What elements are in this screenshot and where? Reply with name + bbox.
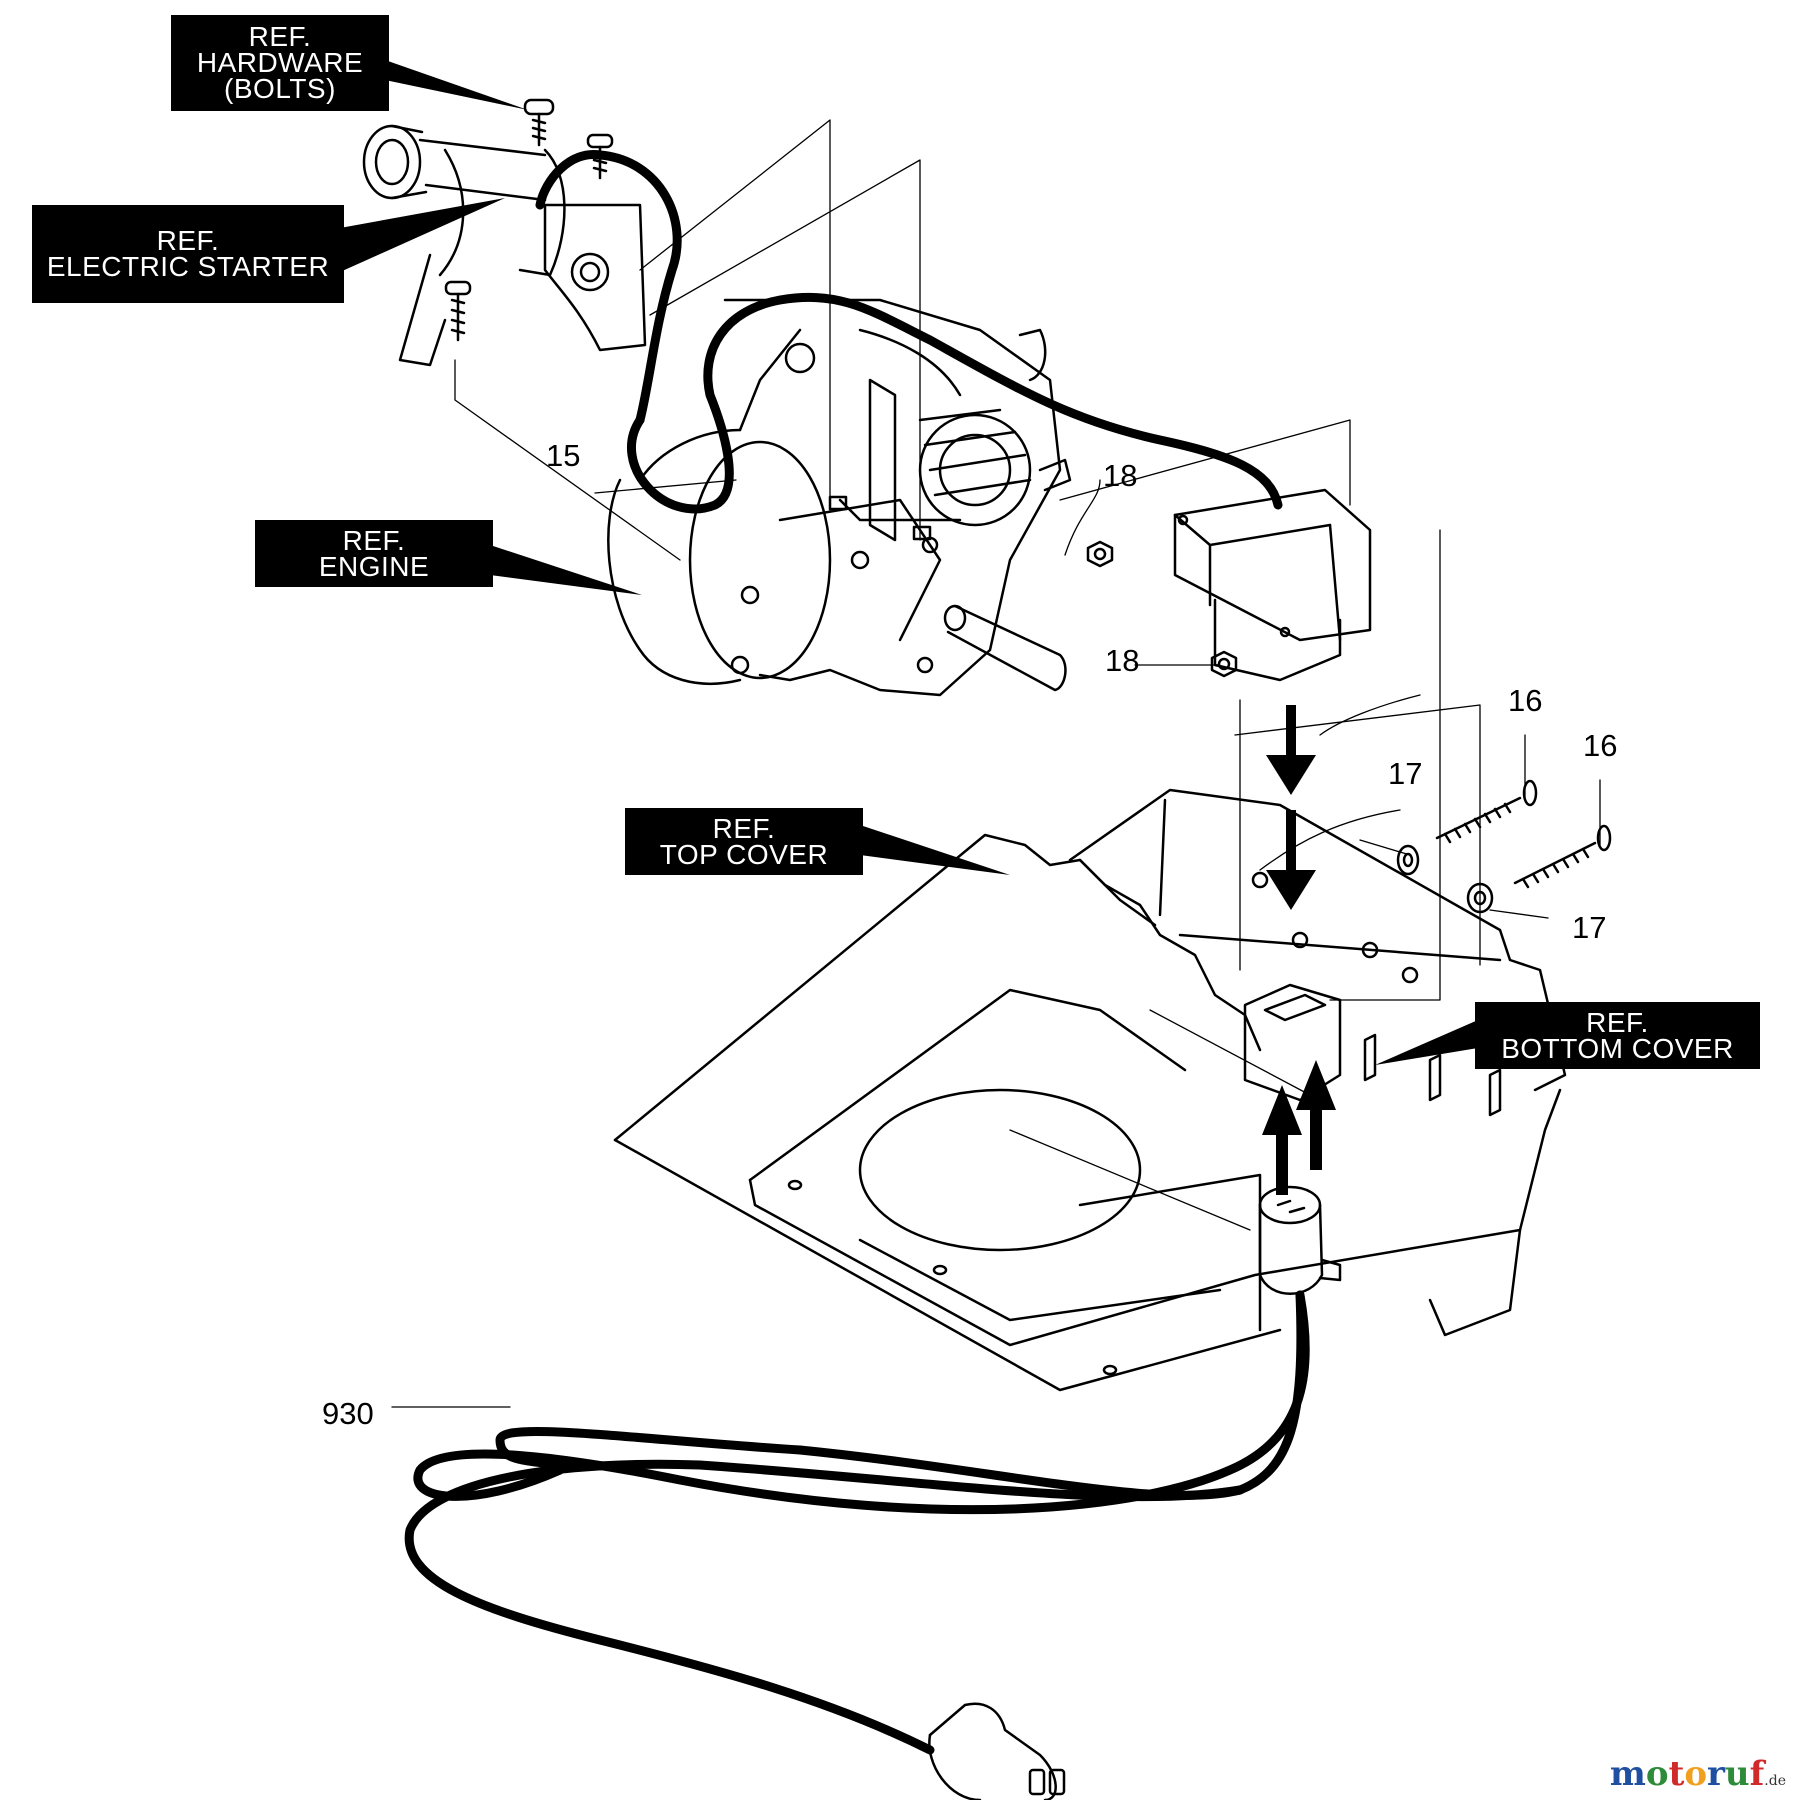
ref-label-bottom-cover: REF. BOTTOM COVER — [1475, 1002, 1760, 1069]
switch-box-icon — [1173, 488, 1372, 682]
electric-starter-icon — [362, 124, 647, 367]
engine-icon — [607, 298, 1072, 697]
motoruf-logo: motoruf.de — [1609, 1754, 1786, 1794]
callout-930: 930 — [322, 1396, 374, 1431]
screw-icon — [1435, 779, 1612, 889]
bottom-cover-icon — [748, 788, 1567, 1376]
cord-receptacle-icon — [1258, 1185, 1342, 1295]
ref-label-top-cover-line2: TOP COVER — [659, 838, 829, 870]
ref-label-hardware-line2: HARDWARE — [196, 47, 364, 78]
power-cord — [404, 1290, 1310, 1755]
assembly-arrow-icon — [1262, 705, 1336, 1195]
ref-label-bottom-cover-line2: BOTTOM COVER — [1501, 1032, 1734, 1064]
callout-17-upper: 17 — [1388, 756, 1423, 791]
ref-label-hardware-line3: (BOLTS) — [224, 73, 336, 104]
callout-16-left: 16 — [1508, 683, 1543, 718]
ref-label-top-cover: REF. TOP COVER — [625, 808, 863, 875]
nut-icon — [1086, 540, 1238, 678]
bolt-icon — [444, 98, 614, 342]
starter-wire — [535, 150, 1283, 514]
top-cover-icon — [613, 833, 1282, 1392]
callout-16-right: 16 — [1583, 728, 1618, 763]
ref-label-bottom-cover-line1: REF. — [1586, 1006, 1649, 1038]
ref-label-electric-starter-line1: REF. — [156, 225, 220, 256]
callout-18-upper: 18 — [1103, 458, 1138, 493]
ref-leaders — [340, 60, 1478, 1065]
ref-label-engine-line2: ENGINE — [318, 550, 430, 582]
alignment-lines — [391, 119, 1601, 1408]
ref-label-hardware: REF. HARDWARE (BOLTS) — [171, 15, 389, 111]
ref-label-engine-line1: REF. — [342, 524, 406, 556]
ref-label-engine: REF. ENGINE — [255, 520, 493, 587]
ref-label-top-cover-line1: REF. — [712, 812, 776, 844]
ref-label-electric-starter: REF. ELECTRIC STARTER — [32, 205, 344, 303]
callout-15: 15 — [546, 438, 581, 473]
ref-label-electric-starter-line2: ELECTRIC STARTER — [46, 251, 330, 282]
callout-18-lower: 18 — [1105, 643, 1140, 678]
callout-17-lower: 17 — [1572, 910, 1607, 945]
end-plug-icon — [928, 1702, 1066, 1800]
ref-label-hardware-line1: REF. — [248, 21, 312, 52]
logo-domain-suffix: .de — [1764, 1773, 1786, 1789]
